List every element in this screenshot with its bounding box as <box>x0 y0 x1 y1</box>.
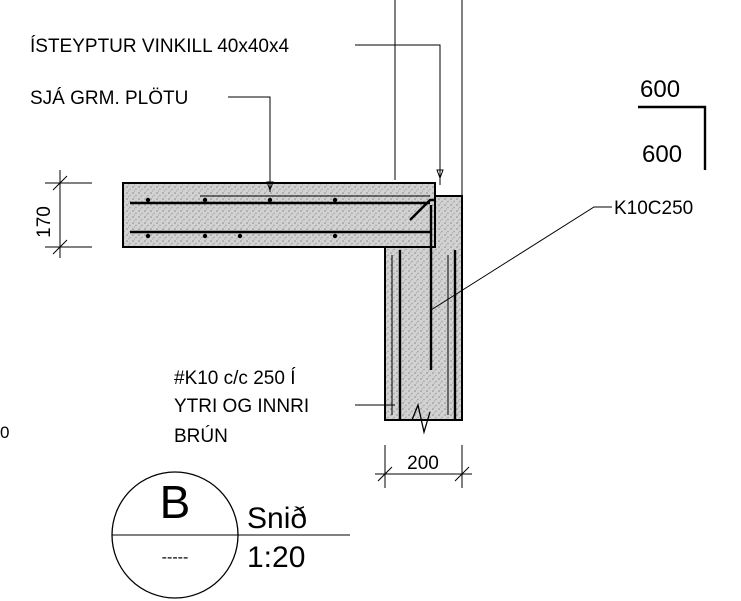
section-sheet-dashes: ----- <box>162 549 189 566</box>
note-line-3: BRÚN <box>174 425 228 447</box>
upper-wall-lines <box>394 0 463 195</box>
section-title-block: B ----- Snið 1:20 <box>111 471 350 599</box>
rebar-upper-length: 600 <box>640 76 680 103</box>
rebar-shape-symbol: 600 600 <box>638 76 707 170</box>
dimension-200: 200 <box>375 445 472 488</box>
note-line-2: YTRI OG INNRI <box>174 396 309 417</box>
concrete-slab <box>122 182 436 248</box>
annotation-leaders <box>228 44 612 406</box>
note-line-1: #K10 c/c 250 Í <box>174 368 296 389</box>
dim-200-label: 200 <box>407 453 439 474</box>
section-scale: 1:20 <box>247 541 305 574</box>
cast-angle-label: ÍSTEYPTUR VINKILL 40x40x4 <box>30 36 290 57</box>
dim-170-label: 170 <box>34 206 55 238</box>
section-name: Snið <box>247 502 307 535</box>
concrete-wall <box>384 195 463 435</box>
section-letter: B <box>160 476 191 528</box>
rebar-lower-length: 600 <box>642 141 682 168</box>
see-slab-label: SJÁ GRM. PLÖTU <box>30 88 188 109</box>
rebar-tag-label: K10C250 <box>614 198 693 219</box>
slab-rebar-dots <box>145 197 338 239</box>
left-edge-fragment: 0 <box>0 423 9 442</box>
dimension-170: 170 <box>34 170 92 258</box>
